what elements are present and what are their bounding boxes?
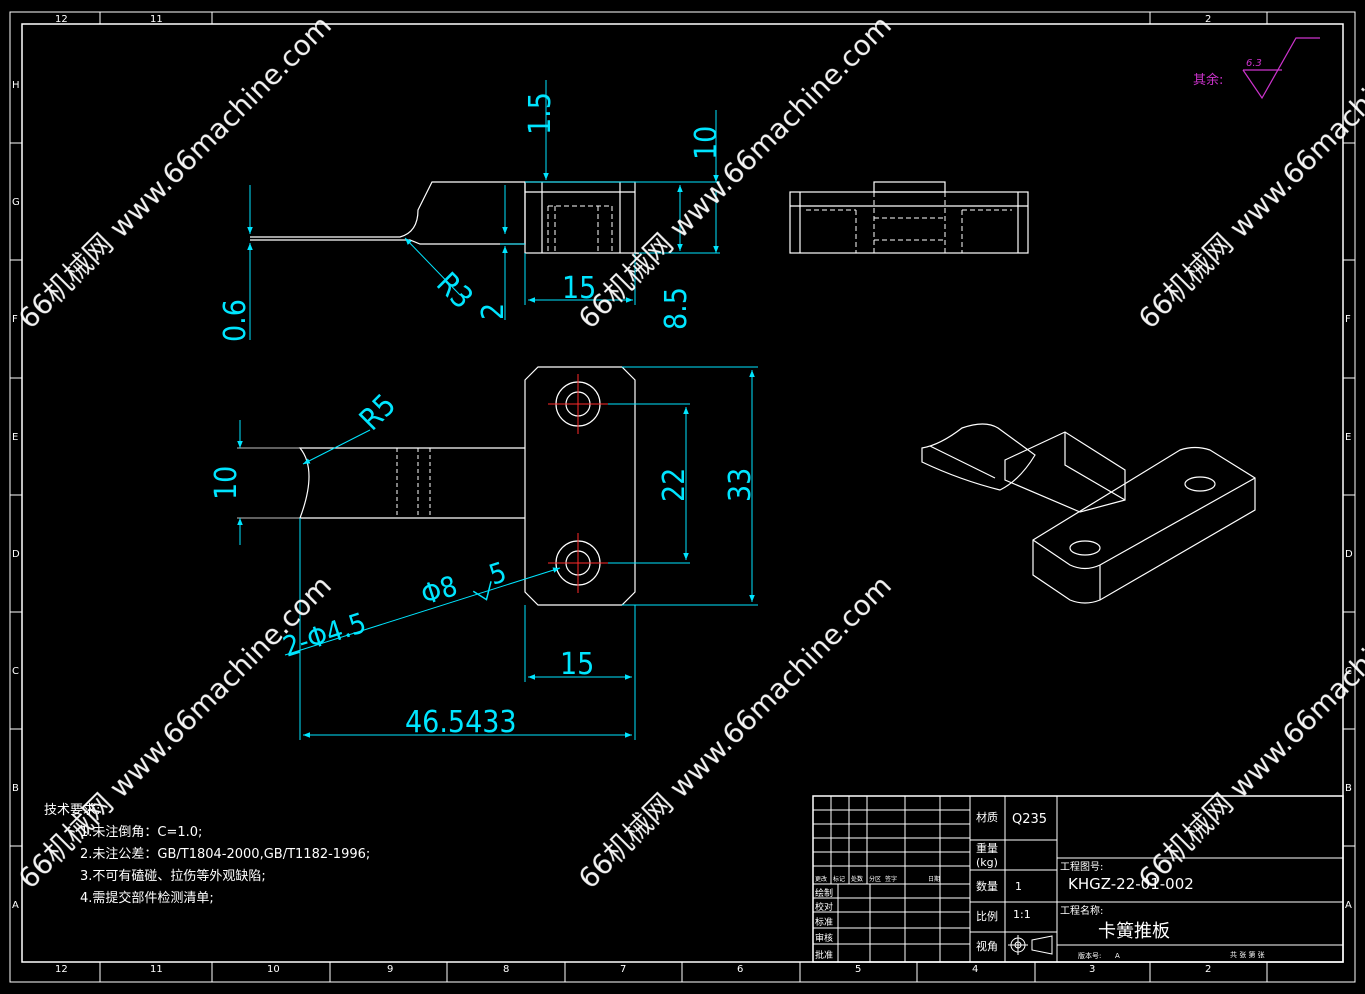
watermark: 66机械网 www.66machine.com	[1132, 569, 1365, 895]
header-label: 处数	[851, 875, 863, 883]
row-label: 审核	[815, 932, 833, 944]
bottom-zone-label: 11	[150, 964, 163, 975]
roughness-value: 6.3	[1246, 58, 1262, 69]
header-label: 更改	[815, 875, 827, 883]
name-label: 工程名称:	[1060, 904, 1103, 917]
dim-46: 46.5433	[405, 705, 517, 740]
dim-counterbore-depth: 5	[485, 555, 510, 591]
depth-symbol	[472, 581, 492, 601]
dim-r5: R5	[353, 388, 403, 438]
version-label: 版本号:	[1078, 951, 1101, 960]
bottom-zone-label: 8	[503, 964, 509, 975]
top-zone-label: 11	[150, 14, 163, 25]
dim-8-5: 8.5	[659, 287, 694, 330]
tech-item: 1.未注倒角：C=1.0;	[80, 825, 202, 840]
top-zone-label: 12	[55, 14, 68, 25]
header-label: 标记	[833, 875, 845, 883]
row-label: 校对	[815, 901, 833, 913]
material-value: Q235	[1012, 812, 1047, 827]
scale-label: 比例	[976, 909, 998, 923]
bottom-zone-label: 3	[1089, 964, 1095, 975]
drawing-no: KHGZ-22-01-002	[1068, 875, 1194, 893]
tech-title: 技术要求:	[44, 803, 100, 818]
left-zone-label: C	[12, 666, 19, 677]
front-view	[250, 181, 636, 254]
dim-1-5: 1.5	[523, 92, 558, 135]
dim-2: 2	[476, 303, 511, 320]
top-zone-label: 2	[1205, 14, 1211, 25]
bottom-zone-label: 9	[387, 964, 393, 975]
dim-r3: R3	[429, 266, 479, 316]
roughness-label: 其余:	[1193, 72, 1223, 88]
dimension-lines	[237, 80, 758, 740]
tech-requirements: 技术要求: 1.未注倒角：C=1.0; 2.未注公差：GB/T1804-2000…	[44, 803, 370, 906]
version-value: A	[1115, 952, 1120, 960]
scale-value: 1:1	[1013, 908, 1031, 921]
left-zone-label: D	[12, 549, 20, 560]
title-block-texts: 材质 Q235 重量 (kg) 数量 1 比例 1:1 视角 工程图号: KHG…	[815, 810, 1265, 961]
weight-label: 重量	[976, 841, 998, 855]
row-label: 标准	[815, 916, 833, 928]
right-zone-label: E	[1345, 432, 1351, 443]
header-label: 日期	[928, 875, 940, 883]
right-zone-label: F	[1345, 314, 1351, 325]
side-view	[789, 181, 1029, 254]
watermark: 66机械网 www.66machine.com	[12, 9, 338, 335]
right-zone-label: D	[1345, 549, 1353, 560]
row-label: 批准	[815, 949, 833, 961]
left-zone-label: E	[12, 432, 18, 443]
right-zone-label: C	[1345, 666, 1352, 677]
dim-15-top: 15	[562, 271, 596, 306]
left-zone-label: H	[12, 80, 20, 91]
dim-15-bottom: 15	[560, 647, 594, 682]
isometric-view	[921, 423, 1256, 604]
right-zone-label: A	[1345, 900, 1352, 911]
weight-unit: (kg)	[976, 856, 998, 869]
title-block	[812, 795, 1344, 963]
row-label: 绘制	[815, 887, 833, 899]
left-zone-label: B	[12, 783, 19, 794]
view-label: 视角	[976, 939, 998, 953]
projection-symbol-icon	[1008, 935, 1053, 955]
bottom-zone-label: 6	[737, 964, 743, 975]
dim-0-6: 0.6	[218, 299, 253, 342]
part-name: 卡簧推板	[1098, 921, 1170, 942]
dim-counterbore: Φ8	[417, 569, 461, 611]
sheet-label: 共 张 第 张	[1230, 950, 1265, 959]
dim-33: 33	[723, 468, 758, 502]
material-label: 材质	[976, 810, 998, 824]
border-labels: 12 11 2 12 11 10 9 8 7 6 5 4 3 2 H G F E…	[12, 14, 1353, 975]
bottom-zone-label: 5	[855, 964, 861, 975]
dim-10-left: 10	[209, 466, 244, 500]
bottom-zone-label: 10	[267, 964, 280, 975]
header-label: 分区	[869, 875, 881, 883]
dim-22: 22	[657, 468, 692, 502]
drawing-border	[9, 11, 1356, 983]
tech-item: 2.未注公差：GB/T1804-2000,GB/T1182-1996;	[80, 847, 370, 862]
left-zone-label: G	[12, 197, 20, 208]
left-zone-label: F	[12, 314, 18, 325]
bottom-zone-label: 12	[55, 964, 68, 975]
top-view	[237, 366, 636, 606]
left-zone-label: A	[12, 900, 19, 911]
header-label: 签字	[885, 875, 897, 883]
right-zone-label: B	[1345, 783, 1352, 794]
drawing-no-label: 工程图号:	[1060, 861, 1103, 873]
bottom-zone-label: 4	[972, 964, 978, 975]
bottom-zone-label: 7	[620, 964, 626, 975]
roughness-symbol: 其余: 6.3	[1193, 37, 1320, 100]
qty-value: 1	[1015, 880, 1022, 893]
watermark: 66机械网 www.66machine.com	[572, 9, 898, 335]
dim-10-top: 10	[689, 126, 724, 160]
bottom-zone-label: 2	[1205, 964, 1211, 975]
qty-label: 数量	[976, 880, 998, 893]
dimension-texts: 1.5 10 0.6 R3 2 15 8.5 R5 10 22 33 2-Φ4.…	[209, 92, 758, 740]
tech-item: 4.需提交部件检测清单;	[80, 890, 214, 906]
tech-item: 3.不可有磕碰、拉伤等外观缺陷;	[80, 868, 266, 884]
